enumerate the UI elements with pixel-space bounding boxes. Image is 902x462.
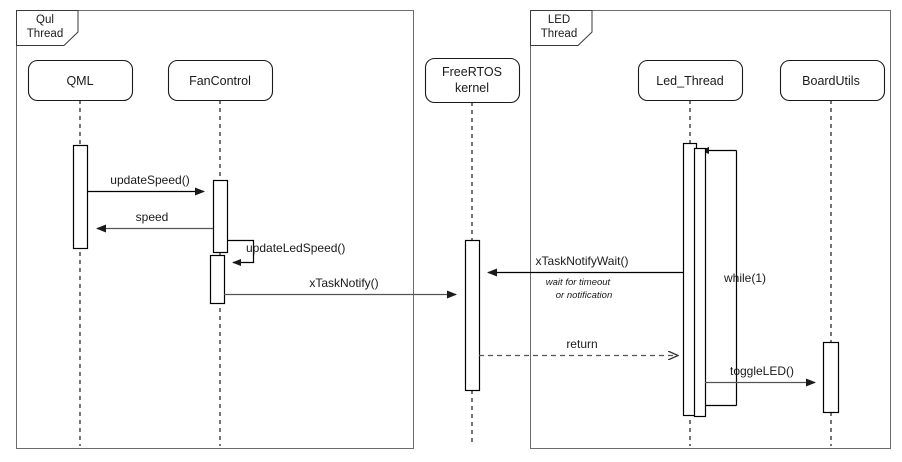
frame-led-thread-label-line1: LED [548, 14, 570, 26]
lifeline-head-led-thread-box[interactable] [637, 59, 744, 102]
activation-led-thread-inner [693, 147, 707, 418]
frame-led-thread-label-line2: Thread [541, 28, 577, 40]
frame-led-thread: LED Thread [530, 10, 891, 449]
frame-qul-thread-label-line1: Qul [36, 14, 54, 26]
lifeline-head-qml-box[interactable] [27, 59, 134, 102]
message-speed: speed [96, 210, 213, 233]
activation-qml [72, 144, 89, 250]
lifeline-head-led-thread-label: Led_Thread [656, 74, 723, 88]
message-toggleled-label: toggleLED() [730, 364, 794, 378]
message-update-led-speed-label: updateLedSpeed() [246, 241, 345, 255]
lifeline-head-boardutils[interactable]: BoardUtils [779, 59, 886, 102]
wait-note-line2: or notification [556, 290, 613, 301]
wait-note-line1: wait for timeout [546, 277, 611, 288]
message-xtasknotifywait-label: xTaskNotifyWait() [536, 254, 629, 268]
message-update-speed: updateSpeed() [88, 173, 205, 196]
lifeline-head-freertos-label-line2: kernel [455, 81, 489, 95]
message-speed-label: speed [136, 210, 169, 224]
lifeline-head-led-thread[interactable]: Led_Thread [637, 59, 744, 102]
while-loop-bracket: while(1) [700, 147, 766, 407]
frame-led-thread-rect [530, 10, 891, 449]
activation-fancontrol-1 [212, 179, 229, 254]
message-update-speed-label: updateSpeed() [110, 173, 189, 187]
message-toggleled: toggleLED() [705, 364, 816, 387]
message-xtasknotify-label: xTaskNotify() [309, 276, 378, 290]
lifeline-head-boardutils-box[interactable] [779, 59, 886, 102]
while-loop-label: while(1) [723, 271, 766, 285]
activation-fancontrol-2 [209, 254, 226, 305]
message-return-label: return [566, 337, 597, 351]
lifeline-head-fancontrol[interactable]: FanControl [167, 59, 274, 102]
lifeline-head-qml-label: QML [66, 74, 93, 88]
message-return: return [479, 337, 678, 356]
message-xtasknotifywait: xTaskNotifyWait() wait for timeout or no… [487, 254, 683, 301]
message-update-led-speed: updateLedSpeed() [227, 239, 345, 266]
lifeline-head-fancontrol-box[interactable] [167, 59, 274, 102]
lifeline-head-fancontrol-label: FanControl [189, 74, 251, 88]
lifeline-head-freertos-box[interactable] [424, 57, 521, 104]
frame-led-thread-tab [530, 10, 593, 46]
lifeline-head-freertos-label-line1: FreeRTOS [442, 65, 502, 79]
frame-qul-thread-label-line2: Thread [27, 28, 63, 40]
lifeline-head-freertos[interactable]: FreeRTOS kernel [424, 57, 521, 104]
lifeline-head-qml[interactable]: QML [27, 59, 134, 102]
frame-qul-thread-rect [16, 10, 414, 449]
message-xtasknotify: xTaskNotify() [224, 276, 457, 299]
message-update-led-speed-arrow [227, 239, 255, 266]
activation-freertos [464, 239, 481, 392]
frame-qul-thread: Qul Thread [16, 10, 414, 449]
activation-boardutils [822, 341, 840, 414]
frame-qul-thread-tab [16, 10, 79, 46]
lifeline-head-boardutils-label: BoardUtils [802, 74, 860, 88]
